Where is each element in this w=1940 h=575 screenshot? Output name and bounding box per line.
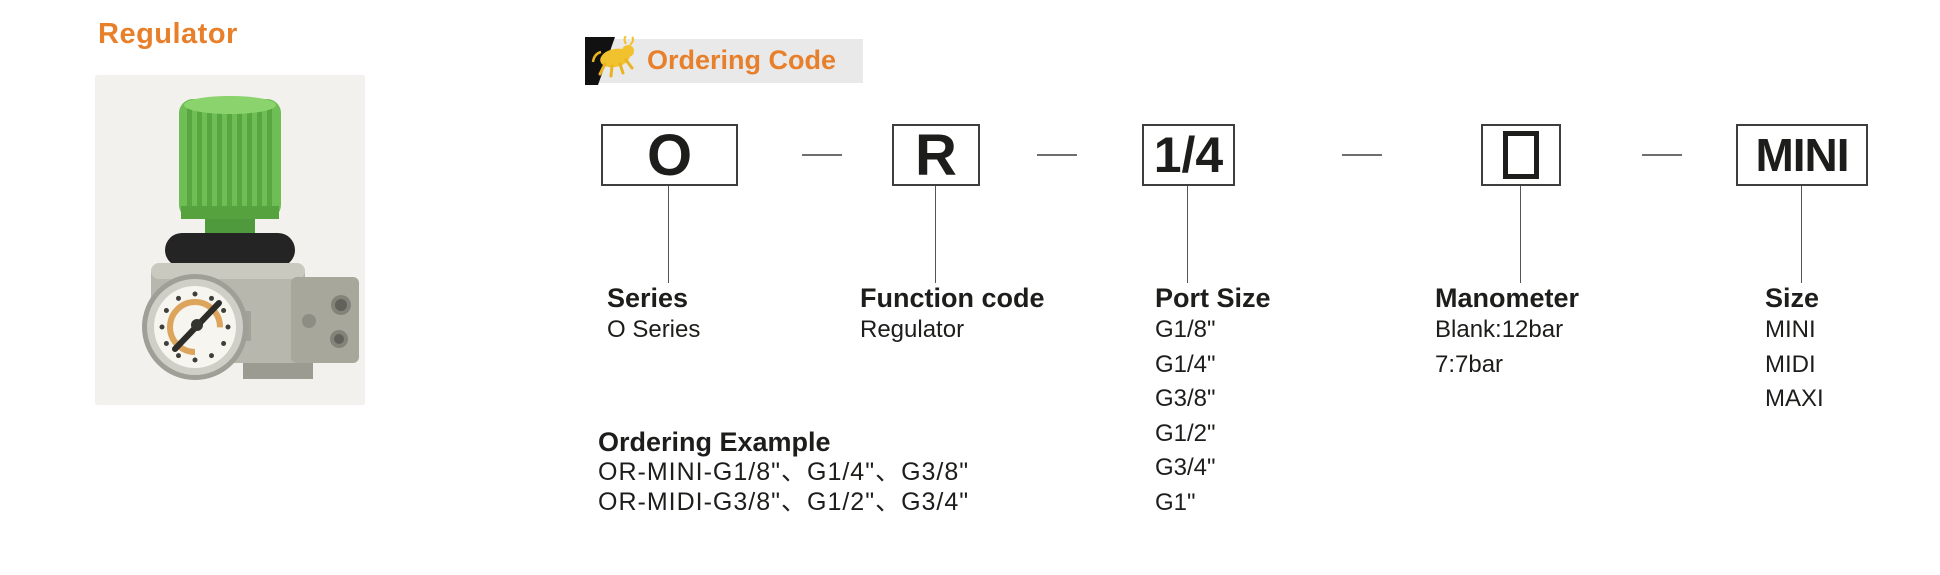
column-series-title: Series bbox=[607, 283, 689, 313]
connector-line-size bbox=[1801, 186, 1802, 283]
column-port-size-option: G1/8" bbox=[1155, 316, 1216, 343]
pressure-gauge-icon bbox=[142, 274, 248, 380]
column-port-size: Port Size G1/8" G1/4" G3/8" G1/2" G3/4" … bbox=[1155, 283, 1271, 520]
connector-line-function bbox=[935, 186, 936, 283]
column-function-code: Function code Regulator bbox=[860, 283, 1045, 348]
ordering-example-line: OR-MIDI-G3/8"、G1/2"、G3/4" bbox=[598, 488, 970, 516]
column-size-option: MAXI bbox=[1765, 385, 1824, 412]
bull-flag-icon bbox=[585, 36, 635, 85]
code-box-size: MINI bbox=[1736, 124, 1868, 186]
code-box-function-value: R bbox=[915, 122, 957, 188]
connector-line-port-size bbox=[1187, 186, 1188, 283]
code-separator-dash bbox=[1342, 154, 1382, 156]
column-size: Size MINI MIDI MAXI bbox=[1765, 283, 1824, 417]
column-manometer-title: Manometer bbox=[1435, 283, 1580, 313]
code-box-series: O bbox=[601, 122, 738, 188]
column-port-size-option: G3/8" bbox=[1155, 385, 1216, 412]
regulator-product-image bbox=[95, 75, 365, 405]
column-manometer-option: 7:7bar bbox=[1435, 350, 1504, 378]
column-series-option: O Series bbox=[607, 316, 701, 343]
column-size-title: Size bbox=[1765, 283, 1820, 313]
column-manometer: Manometer Blank:12bar 7:7bar bbox=[1435, 283, 1579, 382]
blank-square-glyph bbox=[1503, 131, 1539, 179]
black-collar bbox=[165, 233, 295, 267]
column-port-size-option: G1" bbox=[1155, 488, 1196, 516]
code-box-port-size-value: 1/4 bbox=[1153, 127, 1224, 183]
column-series: Series O Series bbox=[607, 283, 700, 348]
ordering-code-header: Ordering Code bbox=[585, 36, 863, 85]
ordering-example-line: OR-MINI-G1/8"、G1/4"、G3/8" bbox=[598, 458, 970, 486]
code-box-manometer bbox=[1481, 124, 1561, 186]
code-box-size-value: MINI bbox=[1755, 129, 1849, 181]
code-separator-dash bbox=[802, 154, 842, 156]
column-manometer-option: Blank:12bar bbox=[1435, 316, 1564, 343]
code-box-function: R bbox=[892, 122, 980, 188]
ordering-example: Ordering Example OR-MINI-G1/8"、G1/4"、G3/… bbox=[598, 427, 969, 517]
column-port-size-option: G1/4" bbox=[1155, 350, 1216, 378]
code-box-series-value: O bbox=[646, 122, 693, 188]
column-function-code-option: Regulator bbox=[860, 316, 965, 343]
column-function-code-title: Function code bbox=[860, 283, 1045, 313]
product-photo bbox=[95, 75, 365, 405]
column-port-size-option: G3/4" bbox=[1155, 454, 1216, 481]
code-separator-dash bbox=[1642, 154, 1682, 156]
section-title: Ordering Code bbox=[647, 45, 837, 75]
column-size-option: MINI bbox=[1765, 316, 1816, 343]
connector-line-manometer bbox=[1520, 186, 1521, 283]
code-box-port-size: 1/4 bbox=[1142, 124, 1235, 186]
code-separator-dash bbox=[1037, 154, 1077, 156]
column-size-option: MIDI bbox=[1765, 350, 1816, 378]
column-port-size-title: Port Size bbox=[1155, 283, 1271, 313]
column-port-size-option: G1/2" bbox=[1155, 419, 1216, 447]
page-title: Regulator bbox=[98, 18, 238, 50]
ordering-example-title: Ordering Example bbox=[598, 427, 831, 457]
green-knob bbox=[179, 96, 281, 235]
connector-line-series bbox=[668, 186, 669, 283]
